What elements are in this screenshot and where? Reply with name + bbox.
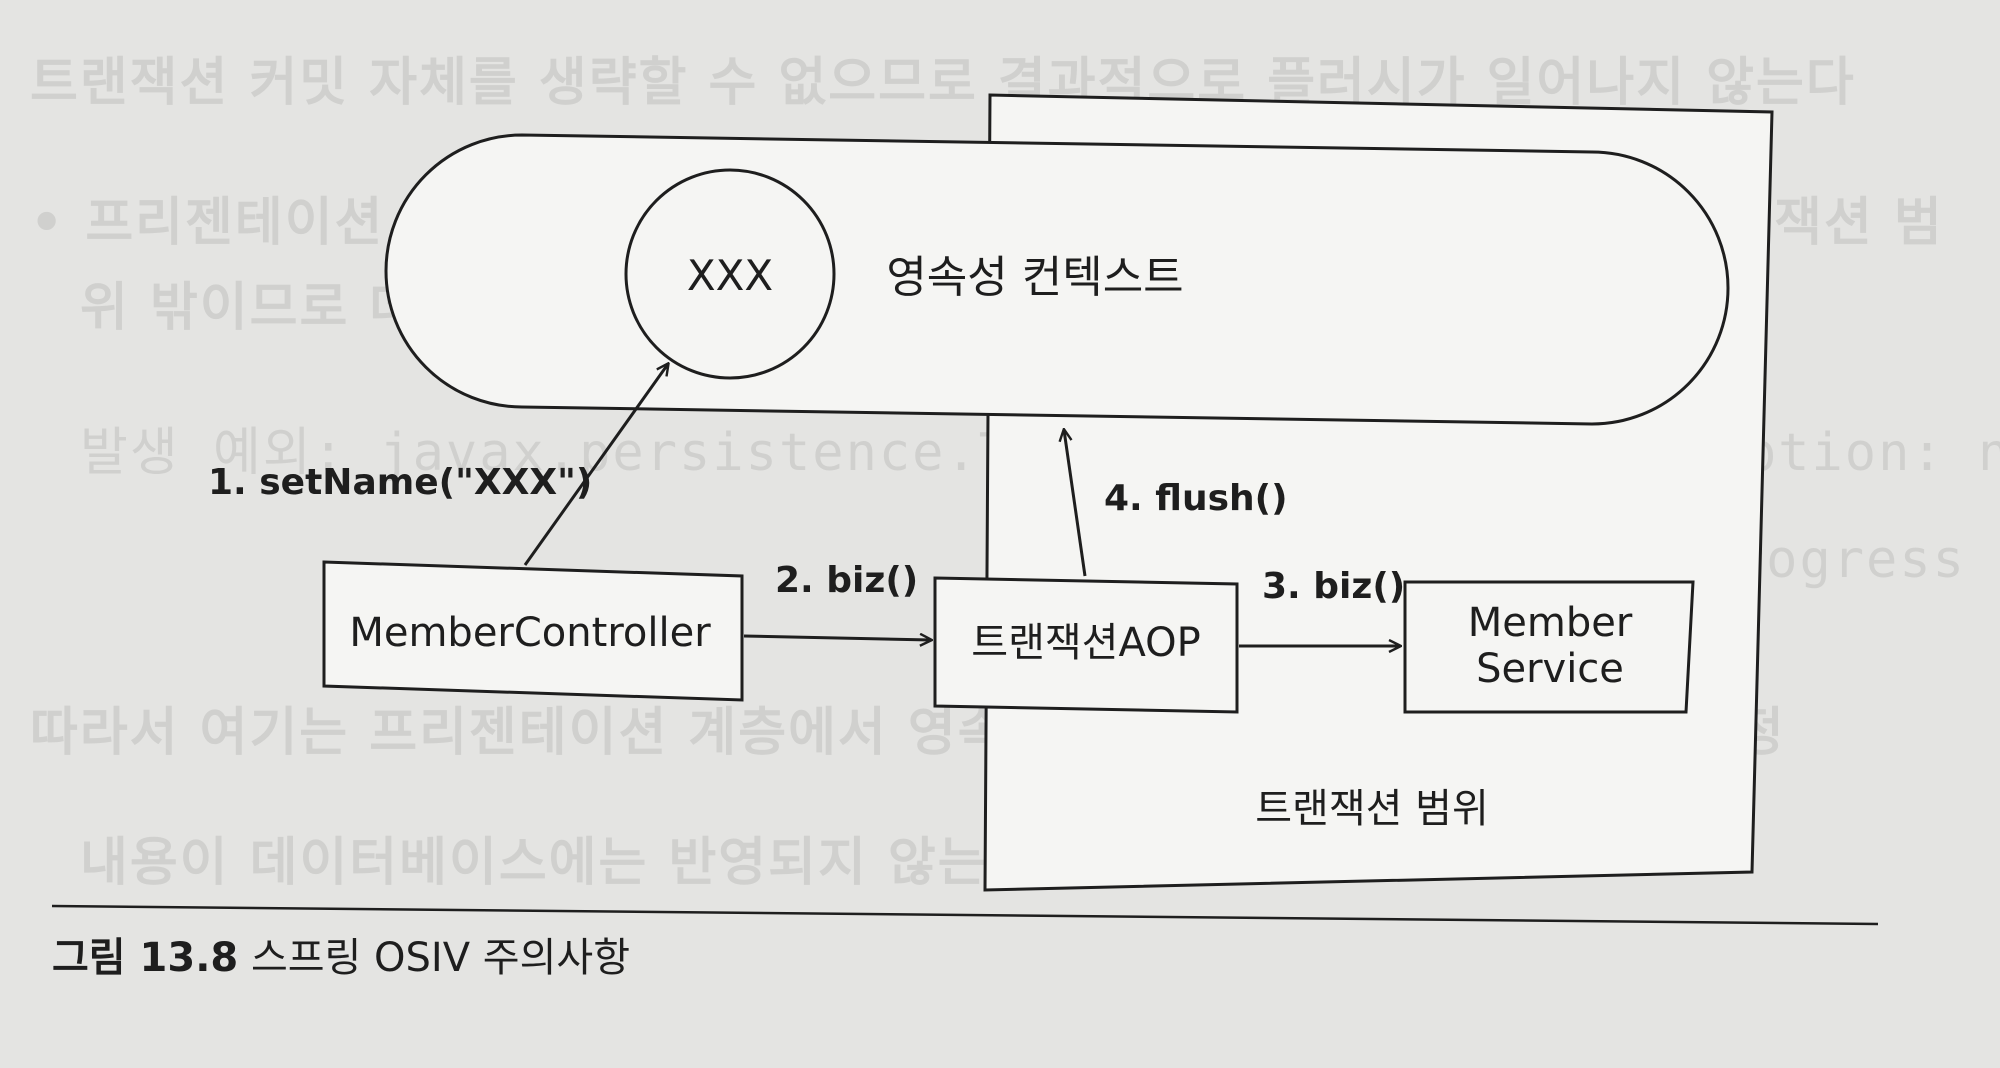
arrow-biz-to-aop [743,636,931,640]
member-service-label-line2: Service [1476,646,1624,692]
background-text-line: 트랜잭션 커밋 자체를 생략할 수 없으므로 결과적으로 플러시가 일어나지 않… [30,53,1856,113]
figure-number: 그림 13.8 [52,935,239,981]
figure-caption: 그림 13.8 스프링 OSIV 주의사항 [52,925,630,983]
arrow-flush-label: 4. flush() [1104,478,1288,519]
member-controller-box [322,560,744,702]
transaction-scope-label: 트랜잭션 범위 [1255,786,1489,832]
entity-circle [624,168,836,380]
member-controller-label: MemberController [349,610,711,656]
arrow-flush [1064,430,1087,577]
arrow-set-name [523,364,668,566]
arrow-biz-label-1: 2. biz() [775,560,918,601]
figure-title: 스프링 OSIV 주의사항 [250,935,631,981]
persistence-context-label: 영속성 컨텍스트 [886,252,1183,303]
arrow-biz-label-2: 3. biz() [1262,566,1405,607]
member-service-label-line1: Member [1468,600,1633,646]
arrow-set-name-label: 1. setName("XXX") [208,462,592,503]
transaction-aop-box [933,576,1239,714]
entity-label: XXX [687,251,773,300]
background-text-line: 내용이 데이터베이스에는 반영되지 않는다. [80,833,1060,893]
member-service-box [1403,580,1695,714]
caption-rule [51,904,1879,926]
transaction-aop-label: 트랜잭션AOP [971,620,1200,666]
